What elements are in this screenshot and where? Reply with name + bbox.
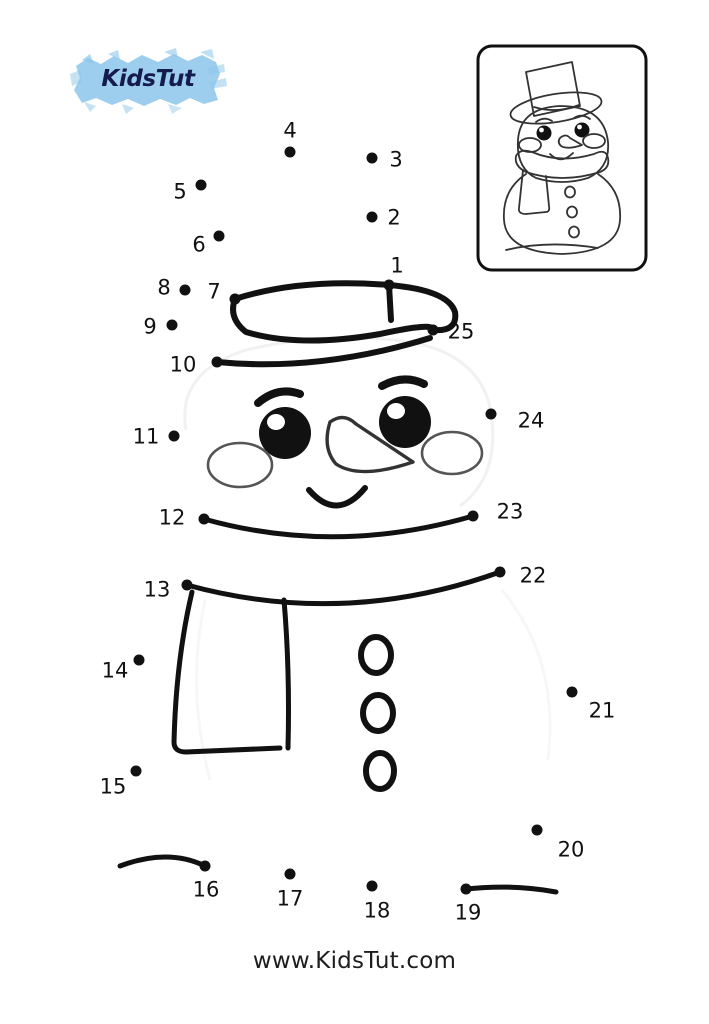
- dot-label-18: 18: [363, 898, 391, 923]
- dot-label-10: 10: [169, 352, 197, 377]
- dot-12[interactable]: [198, 513, 210, 525]
- dot-6[interactable]: [213, 230, 225, 242]
- dot-22[interactable]: [494, 566, 506, 578]
- dot-label-2: 2: [387, 205, 401, 230]
- dot-label-11: 11: [132, 424, 160, 449]
- dot-label-6: 6: [192, 232, 206, 257]
- dot-2[interactable]: [366, 211, 378, 223]
- dot-25[interactable]: [427, 324, 439, 336]
- dot-3[interactable]: [366, 152, 378, 164]
- footer-url: www.KidsTut.com: [252, 948, 457, 974]
- dot-9[interactable]: [166, 319, 178, 331]
- dot-label-19: 19: [454, 900, 482, 925]
- carrot-nose-icon: [325, 415, 415, 474]
- left-eye-highlight: [267, 414, 285, 430]
- logo-text: KidsTut: [101, 66, 195, 92]
- dot-23[interactable]: [467, 510, 479, 522]
- dot-15[interactable]: [130, 765, 142, 777]
- dot-label-4: 4: [283, 118, 297, 143]
- button-top-icon: [358, 634, 394, 676]
- dot-label-23: 23: [496, 499, 524, 524]
- kidstut-logo: KidsTut: [68, 44, 228, 114]
- dot-label-24: 24: [517, 408, 545, 433]
- dot-label-17: 17: [276, 886, 304, 911]
- dot-17[interactable]: [284, 868, 296, 880]
- dot-label-25: 25: [447, 319, 475, 344]
- dot-label-15: 15: [99, 774, 127, 799]
- dot-label-3: 3: [389, 147, 403, 172]
- brush-stroke-icon: [70, 48, 227, 114]
- dot-label-8: 8: [157, 275, 171, 300]
- reference-snowman-icon: [476, 44, 648, 272]
- dot-label-5: 5: [173, 179, 187, 204]
- dot-16[interactable]: [199, 860, 211, 872]
- right-cheek-icon: [420, 430, 484, 476]
- dot-18[interactable]: [366, 880, 378, 892]
- dot-label-20: 20: [557, 837, 585, 862]
- dot-label-14: 14: [101, 658, 129, 683]
- dot-11[interactable]: [168, 430, 180, 442]
- dot-label-13: 13: [143, 577, 171, 602]
- dot-label-16: 16: [192, 877, 220, 902]
- dot-label-12: 12: [158, 505, 186, 530]
- smile-curve: [306, 485, 368, 509]
- dot-label-1: 1: [390, 253, 404, 278]
- dot-10[interactable]: [211, 356, 223, 368]
- left-cheek-icon: [206, 441, 274, 489]
- dot-19[interactable]: [460, 883, 472, 895]
- button-middle-icon: [360, 692, 396, 734]
- dot-5[interactable]: [195, 179, 207, 191]
- dot-label-9: 9: [143, 314, 157, 339]
- button-bottom-icon: [363, 750, 397, 792]
- dot-7[interactable]: [229, 293, 241, 305]
- dot-label-7: 7: [207, 279, 221, 304]
- right-eye-highlight: [387, 403, 405, 419]
- snowman-reference-thumbnail: [476, 44, 648, 272]
- dot-24[interactable]: [485, 408, 497, 420]
- dot-label-21: 21: [588, 698, 616, 723]
- dot-8[interactable]: [179, 284, 191, 296]
- dot-14[interactable]: [133, 654, 145, 666]
- dot-21[interactable]: [566, 686, 578, 698]
- dot-label-22: 22: [519, 563, 547, 588]
- dot-1[interactable]: [383, 279, 395, 291]
- dot-13[interactable]: [181, 579, 193, 591]
- dot-4[interactable]: [284, 146, 296, 158]
- dot-20[interactable]: [531, 824, 543, 836]
